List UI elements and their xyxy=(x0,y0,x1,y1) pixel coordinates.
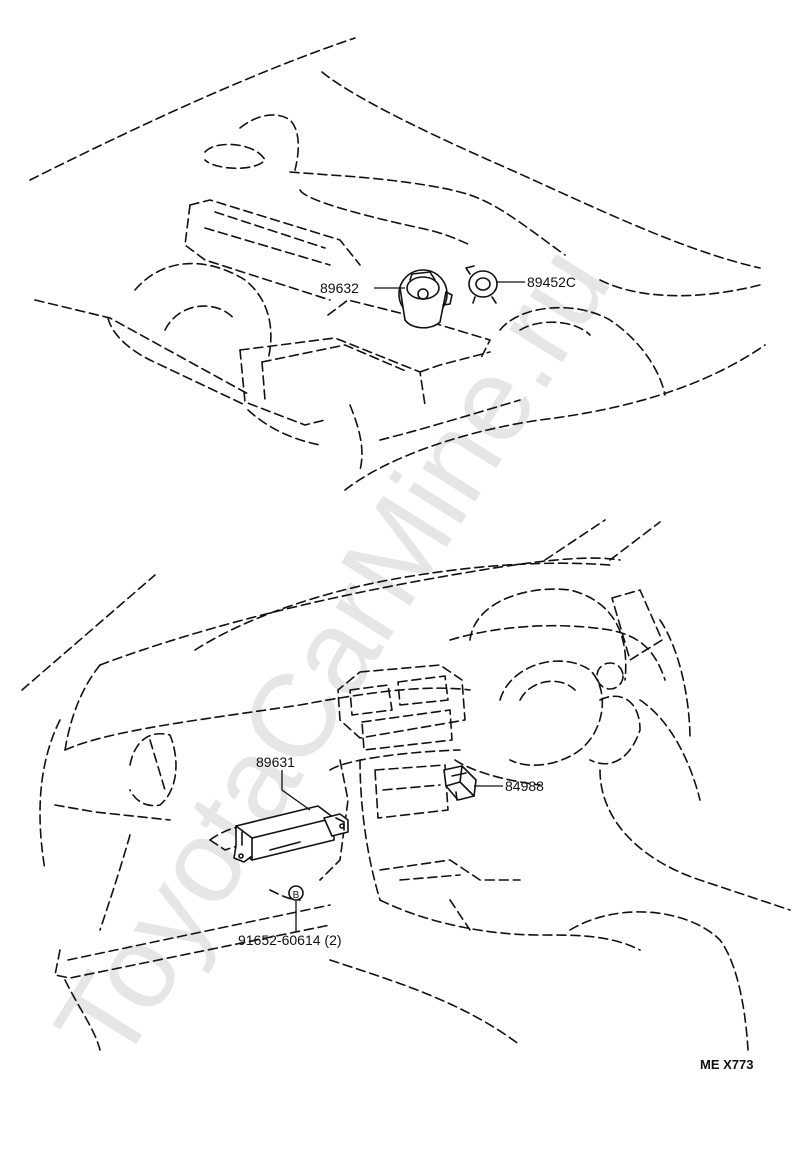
engine-compartment-view xyxy=(29,37,766,491)
leader-89631 xyxy=(281,770,311,811)
part-84988-illustration xyxy=(443,765,477,801)
part-label-89452c[interactable]: 89452C xyxy=(527,274,576,290)
part-label-84988[interactable]: 84988 xyxy=(505,778,544,794)
part-89631-illustration xyxy=(233,805,349,863)
part-label-89631[interactable]: 89631 xyxy=(256,754,295,770)
bolt-symbol: B xyxy=(288,885,304,901)
svg-text:B: B xyxy=(293,890,300,901)
part-label-91652-60614[interactable]: 91652-60614 (2) xyxy=(238,932,342,948)
illustration-code: ME X773 xyxy=(700,1057,753,1072)
watermark: ToyotaCarMine.ru xyxy=(30,224,635,1084)
part-label-89632[interactable]: 89632 xyxy=(320,280,359,296)
part-89452c-illustration xyxy=(465,265,498,304)
part-89632-illustration xyxy=(398,269,453,329)
dashboard-view xyxy=(21,519,791,1051)
